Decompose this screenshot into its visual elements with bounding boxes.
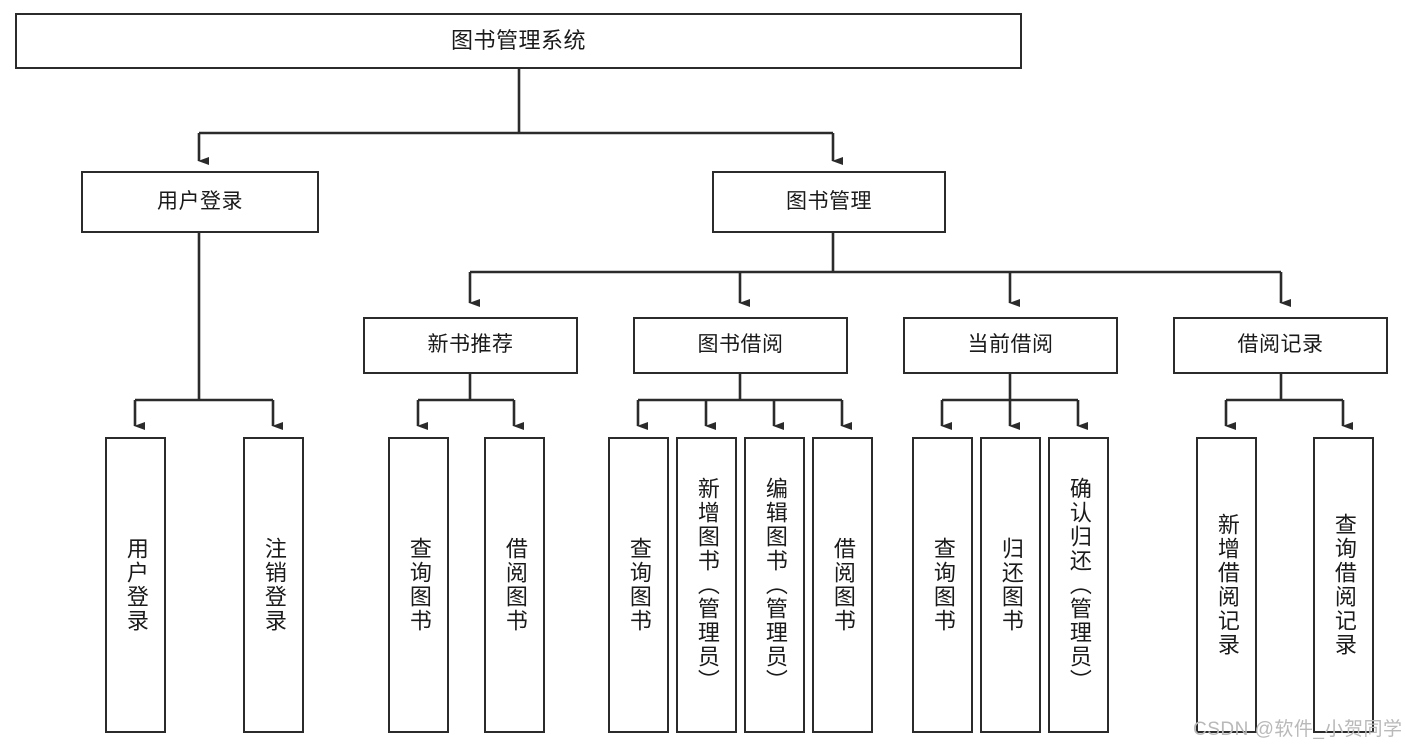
leaf-current-borrow-query[interactable]: 查询图书 xyxy=(912,437,973,733)
node-new-book-recommend-label: 新书推荐 xyxy=(427,333,514,357)
leaf-borrow-record-add[interactable]: 新增借阅记录 xyxy=(1196,437,1257,733)
leaf-book-borrow-edit[interactable]: 编辑图书（管理员） xyxy=(744,437,805,733)
leaf-book-borrow-query[interactable]: 查询图书 xyxy=(608,437,669,733)
node-new-book-recommend[interactable]: 新书推荐 xyxy=(363,317,578,374)
leaf-current-borrow-return-label: 归还图书 xyxy=(998,537,1024,633)
leaf-book-borrow-borrow-label: 借阅图书 xyxy=(830,537,856,633)
leaf-new-book-query-label: 查询图书 xyxy=(406,537,432,633)
leaf-book-borrow-borrow[interactable]: 借阅图书 xyxy=(812,437,873,733)
node-book-management-label: 图书管理 xyxy=(786,189,872,213)
node-root-system-label: 图书管理系统 xyxy=(450,28,586,54)
node-book-borrow[interactable]: 图书借阅 xyxy=(633,317,848,374)
node-borrow-record-label: 借阅记录 xyxy=(1237,333,1324,357)
leaf-current-borrow-confirm[interactable]: 确认归还（管理员） xyxy=(1048,437,1109,733)
leaf-user-login-logout-label: 注销登录 xyxy=(261,537,287,633)
leaf-new-book-query[interactable]: 查询图书 xyxy=(388,437,449,733)
node-root-system[interactable]: 图书管理系统 xyxy=(15,13,1022,69)
leaf-user-login-login[interactable]: 用户登录 xyxy=(105,437,166,733)
node-borrow-record[interactable]: 借阅记录 xyxy=(1173,317,1388,374)
node-book-management[interactable]: 图书管理 xyxy=(712,171,946,233)
leaf-new-book-borrow[interactable]: 借阅图书 xyxy=(484,437,545,733)
node-book-borrow-label: 图书借阅 xyxy=(697,333,784,357)
leaf-book-borrow-edit-label: 编辑图书（管理员） xyxy=(762,477,788,693)
leaf-borrow-record-add-label: 新增借阅记录 xyxy=(1214,513,1240,657)
leaf-book-borrow-query-label: 查询图书 xyxy=(626,537,652,633)
leaf-borrow-record-query[interactable]: 查询借阅记录 xyxy=(1313,437,1374,733)
leaf-borrow-record-query-label: 查询借阅记录 xyxy=(1331,513,1357,657)
node-current-borrow[interactable]: 当前借阅 xyxy=(903,317,1118,374)
leaf-current-borrow-return[interactable]: 归还图书 xyxy=(980,437,1041,733)
node-user-login-label: 用户登录 xyxy=(157,189,243,213)
leaf-user-login-login-label: 用户登录 xyxy=(123,537,149,633)
leaf-user-login-logout[interactable]: 注销登录 xyxy=(243,437,304,733)
leaf-current-borrow-query-label: 查询图书 xyxy=(930,537,956,633)
leaf-book-borrow-add-label: 新增图书（管理员） xyxy=(694,477,720,693)
node-user-login[interactable]: 用户登录 xyxy=(81,171,319,233)
node-current-borrow-label: 当前借阅 xyxy=(967,333,1054,357)
leaf-book-borrow-add[interactable]: 新增图书（管理员） xyxy=(676,437,737,733)
leaf-current-borrow-confirm-label: 确认归还（管理员） xyxy=(1066,477,1092,693)
leaf-new-book-borrow-label: 借阅图书 xyxy=(502,537,528,633)
